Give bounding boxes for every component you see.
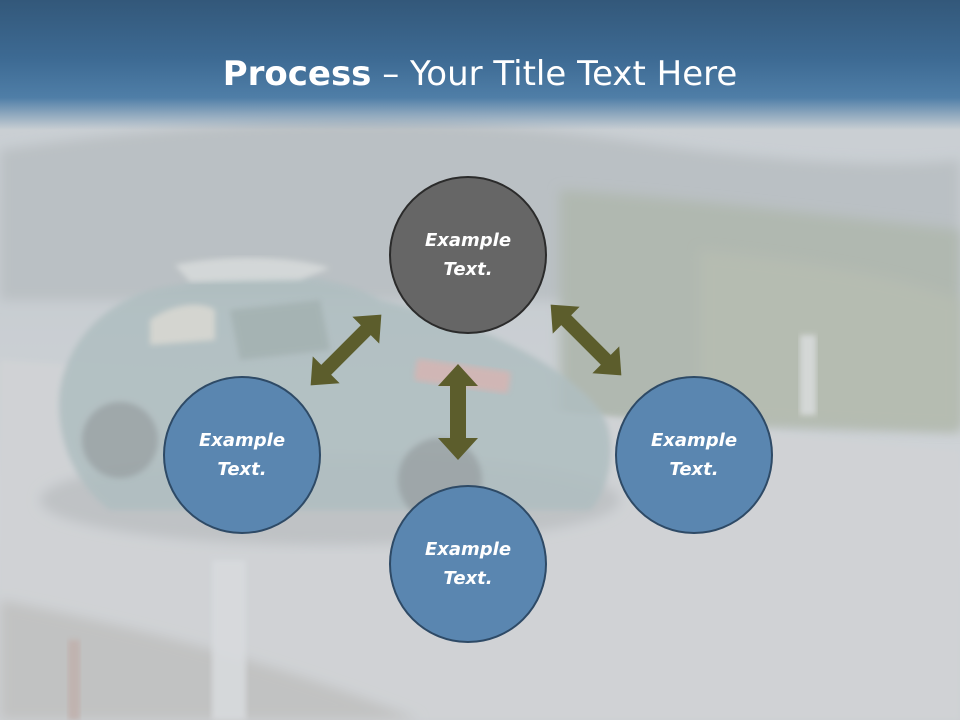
process-node-left: Example Text. bbox=[163, 376, 321, 534]
title-rest: – Your Title Text Here bbox=[371, 54, 738, 94]
node-label: Example Text. bbox=[198, 430, 286, 480]
node-label: Example Text. bbox=[650, 430, 738, 480]
double-arrow-top-right bbox=[550, 304, 622, 376]
process-node-top: Example Text. bbox=[389, 176, 547, 334]
slide-title: Process – Your Title Text Here bbox=[0, 52, 960, 96]
process-node-right: Example Text. bbox=[615, 376, 773, 534]
title-bar bbox=[0, 0, 960, 130]
process-node-bottom: Example Text. bbox=[389, 485, 547, 643]
node-label: Example Text. bbox=[424, 539, 512, 589]
title-bold: Process bbox=[222, 54, 372, 94]
double-arrow-top-left bbox=[310, 314, 382, 386]
node-label: Example Text. bbox=[424, 230, 512, 280]
double-arrow-vertical bbox=[438, 364, 478, 460]
